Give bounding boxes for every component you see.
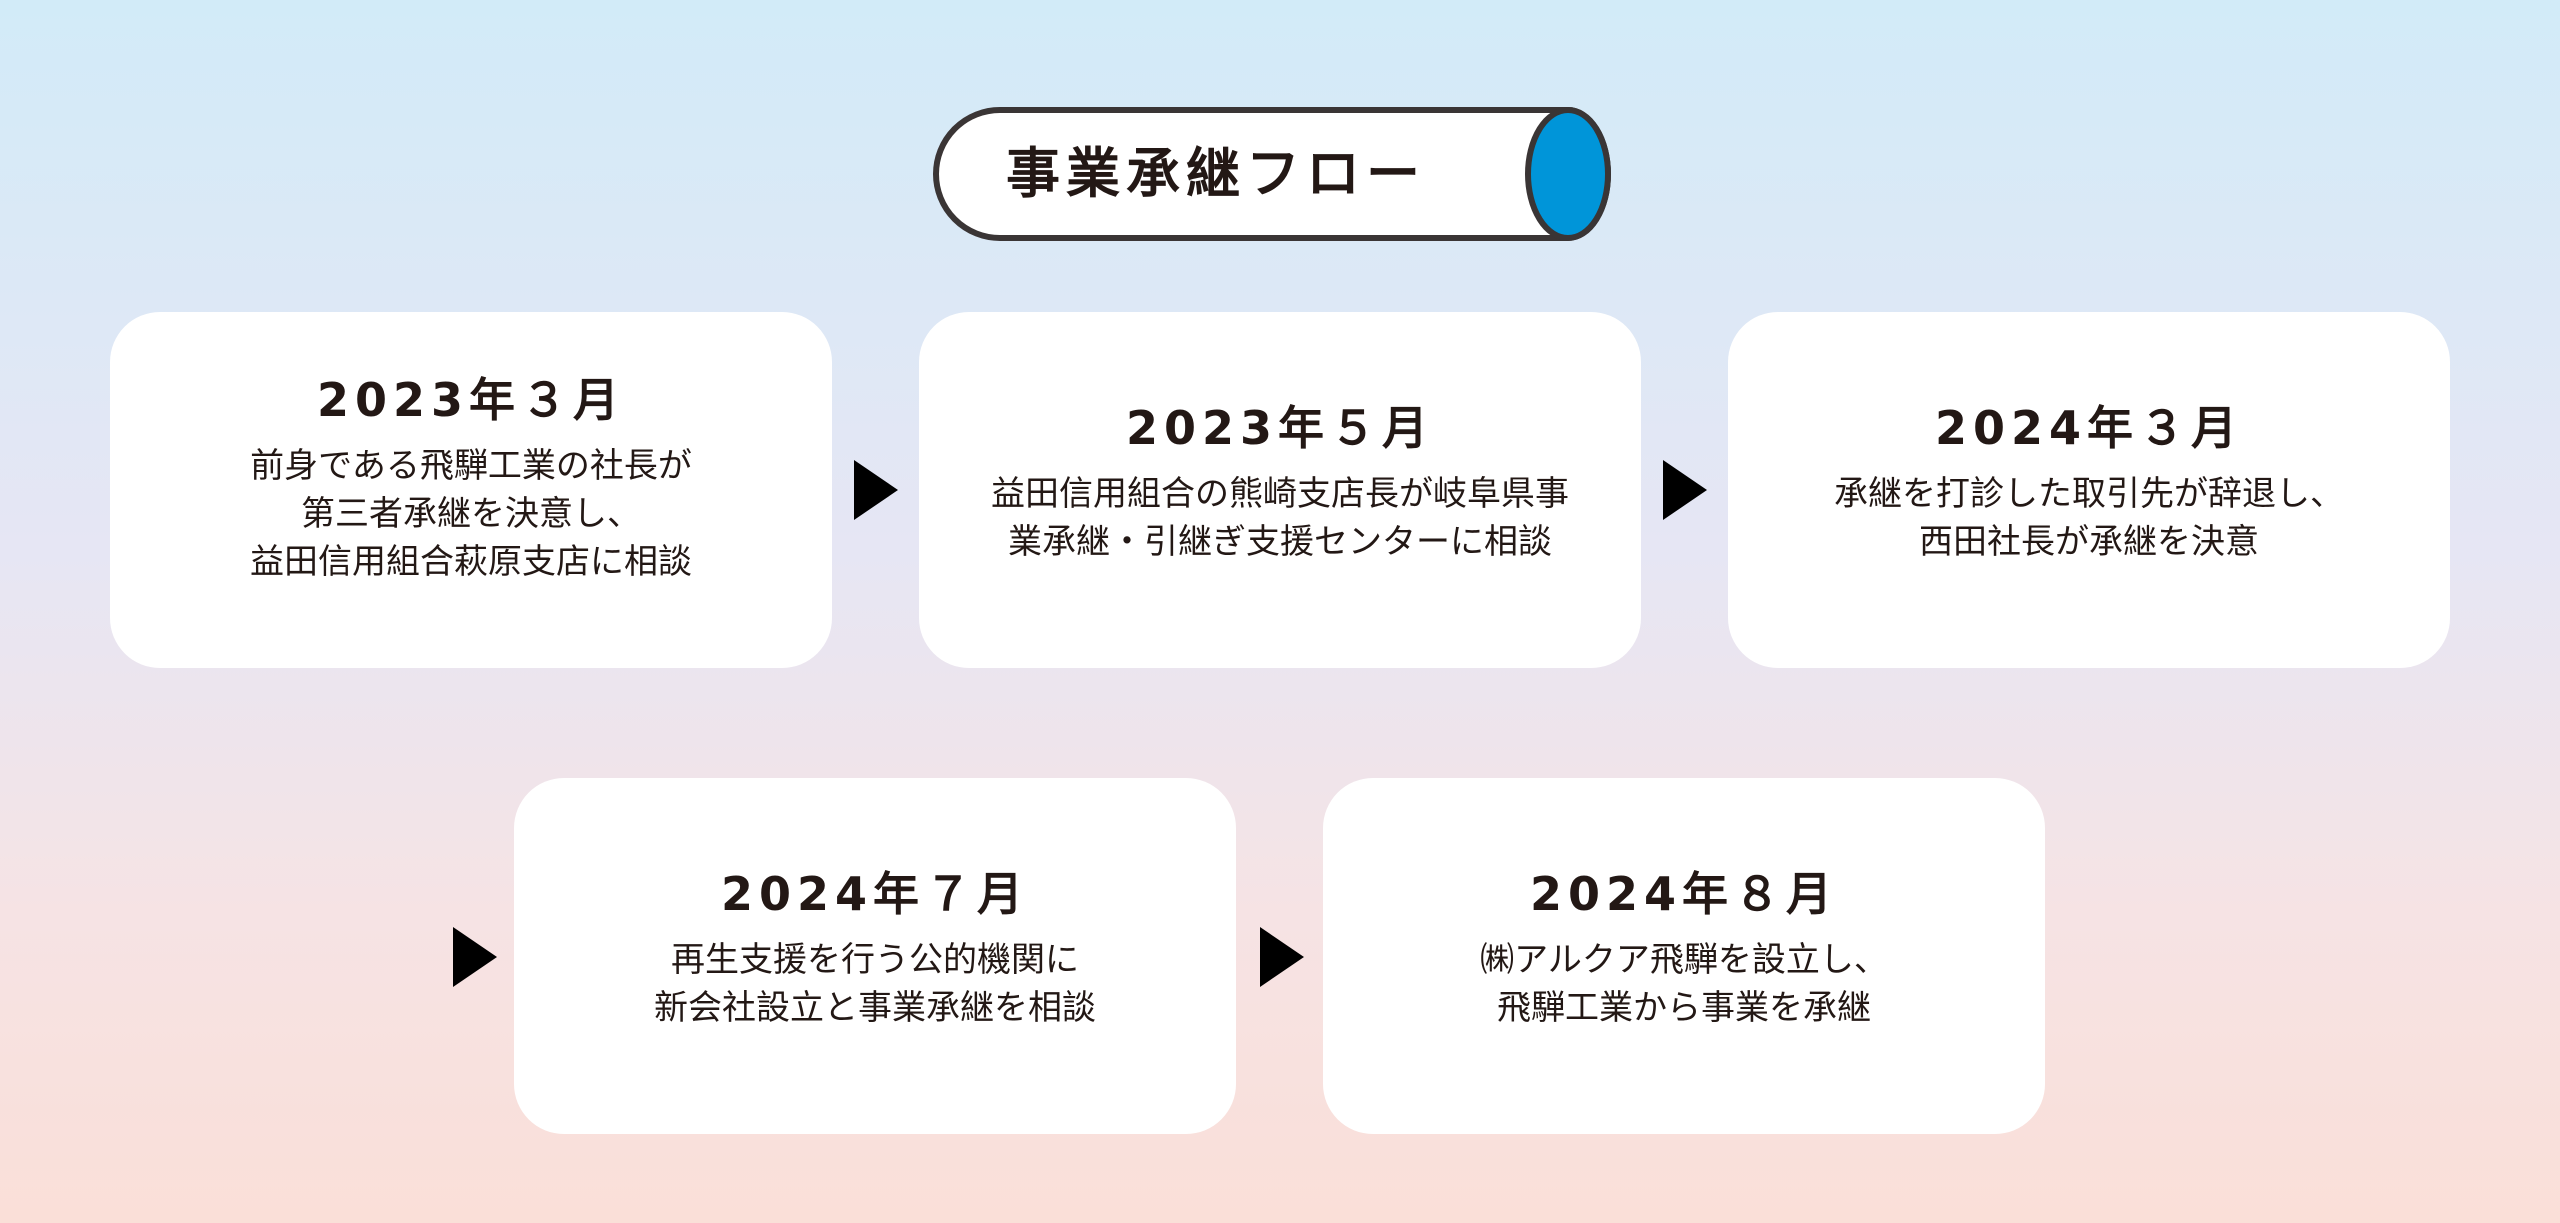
step-card-1: 2023年３月 前身である飛騨工業の社長が 第三者承継を決意し、 益田信用組合萩… <box>110 312 832 668</box>
flow-arrow-icon <box>1663 460 1707 520</box>
step-line: 益田信用組合萩原支店に相談 <box>250 542 692 582</box>
step-date: 2023年３月 <box>316 373 626 427</box>
step-date: 2023年５月 <box>1125 401 1435 455</box>
step-line: 第三者承継を決意し、 <box>301 494 641 534</box>
step-line: ㈱アルクア飛騨を設立し、 <box>1480 940 1888 980</box>
step-description: 承継を打診した取引先が辞退し、 西田社長が承継を決意 <box>1728 470 2450 566</box>
step-description: 益田信用組合の熊崎支店長が岐阜県事 業承継・引継ぎ支援センターに相談 <box>919 470 1641 566</box>
tube-cap <box>1525 107 1611 241</box>
step-card-3: 2024年３月 承継を打診した取引先が辞退し、 西田社長が承継を決意 <box>1728 312 2450 668</box>
flow-arrow-icon <box>1260 927 1304 987</box>
step-card-4: 2024年７月 再生支援を行う公的機関に 新会社設立と事業承継を相談 <box>514 778 1236 1134</box>
step-line: 業承継・引継ぎ支援センターに相談 <box>1008 522 1552 562</box>
title-banner: 事業承継フロー <box>930 104 1630 244</box>
step-line: 再生支援を行う公的機関に <box>671 940 1079 980</box>
step-line: 益田信用組合の熊崎支店長が岐阜県事 <box>991 474 1569 514</box>
page-title: 事業承継フロー <box>1006 142 1426 205</box>
step-date: 2024年８月 <box>1529 867 1839 921</box>
step-line: 西田社長が承継を決意 <box>1919 522 2259 562</box>
step-line: 前身である飛騨工業の社長が <box>250 446 692 486</box>
step-line: 承継を打診した取引先が辞退し、 <box>1834 474 2344 514</box>
step-description: ㈱アルクア飛騨を設立し、 飛騨工業から事業を承継 <box>1323 936 2045 1032</box>
step-description: 再生支援を行う公的機関に 新会社設立と事業承継を相談 <box>514 936 1236 1032</box>
step-line: 新会社設立と事業承継を相談 <box>654 988 1096 1028</box>
flow-arrow-icon <box>453 927 497 987</box>
step-line: 飛騨工業から事業を承継 <box>1497 988 1871 1028</box>
flow-arrow-icon <box>854 460 898 520</box>
step-card-5: 2024年８月 ㈱アルクア飛騨を設立し、 飛騨工業から事業を承継 <box>1323 778 2045 1134</box>
step-description: 前身である飛騨工業の社長が 第三者承継を決意し、 益田信用組合萩原支店に相談 <box>110 442 832 586</box>
step-card-2: 2023年５月 益田信用組合の熊崎支店長が岐阜県事 業承継・引継ぎ支援センターに… <box>919 312 1641 668</box>
tube-shape <box>933 107 1611 241</box>
step-date: 2024年３月 <box>1934 401 2244 455</box>
step-date: 2024年７月 <box>720 867 1030 921</box>
